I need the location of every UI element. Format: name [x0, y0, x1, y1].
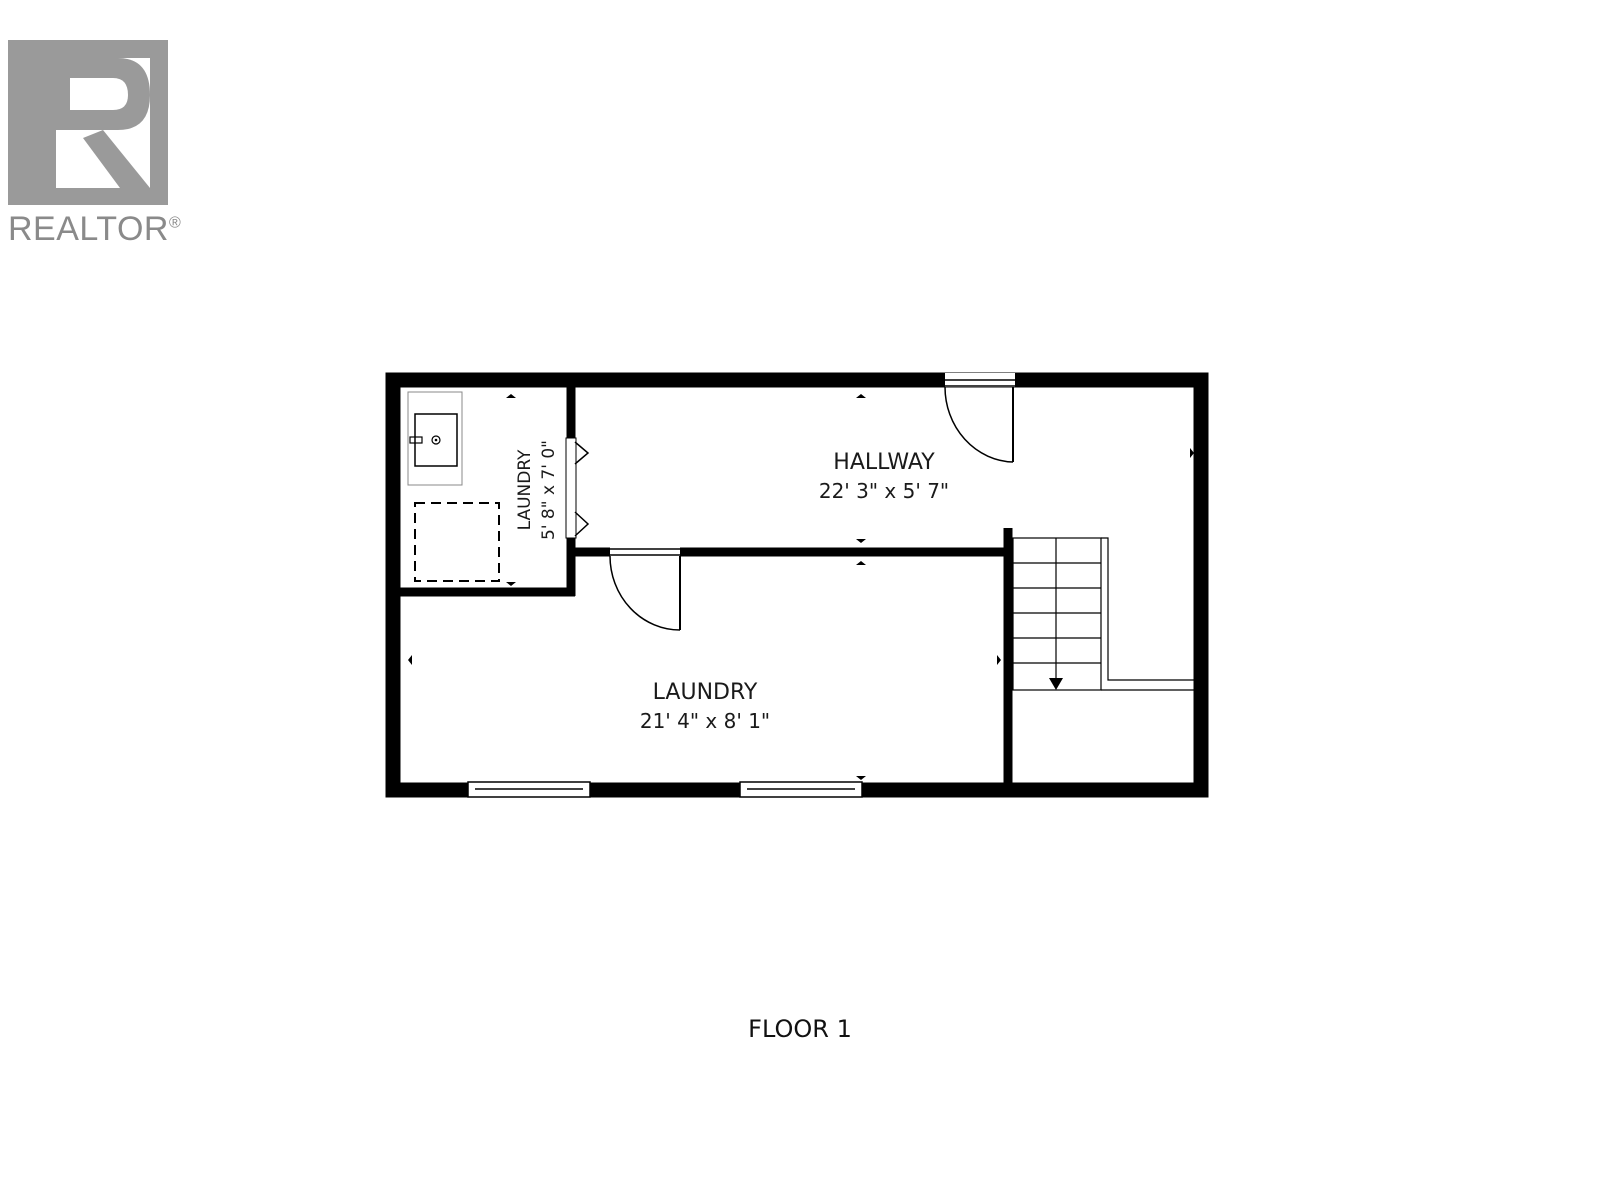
hallway-door: [944, 373, 1015, 463]
laundry-door: [609, 546, 681, 631]
realtor-logo: [8, 40, 188, 250]
laundry-main-dims: 21' 4" x 8' 1": [640, 709, 770, 733]
laundry-small-label: LAUNDRY 5' 8" x 7' 0": [515, 440, 559, 540]
appliance-outline: [414, 502, 500, 582]
hallway-name: HALLWAY: [833, 450, 935, 475]
floor-label: FLOOR 1: [748, 1015, 852, 1043]
laundry-small-name: LAUNDRY: [515, 449, 535, 530]
brand-name: REALTOR: [8, 210, 169, 248]
staircase: [1012, 537, 1194, 691]
realtor-r-icon: [8, 40, 168, 205]
bifold-door: [565, 437, 590, 539]
sink-icon: [407, 391, 463, 486]
realtor-wordmark: REALTOR®: [8, 210, 181, 249]
outer-wall: [385, 372, 1209, 798]
window-right: [739, 781, 863, 798]
hallway-dims: 22' 3" x 5' 7": [819, 479, 949, 503]
laundry-main-name: LAUNDRY: [653, 680, 758, 705]
laundry-small-dims: 5' 8" x 7' 0": [539, 440, 559, 540]
registered-mark: ®: [168, 214, 182, 232]
dimension-markers: [408, 394, 1194, 780]
window-left: [467, 781, 591, 798]
